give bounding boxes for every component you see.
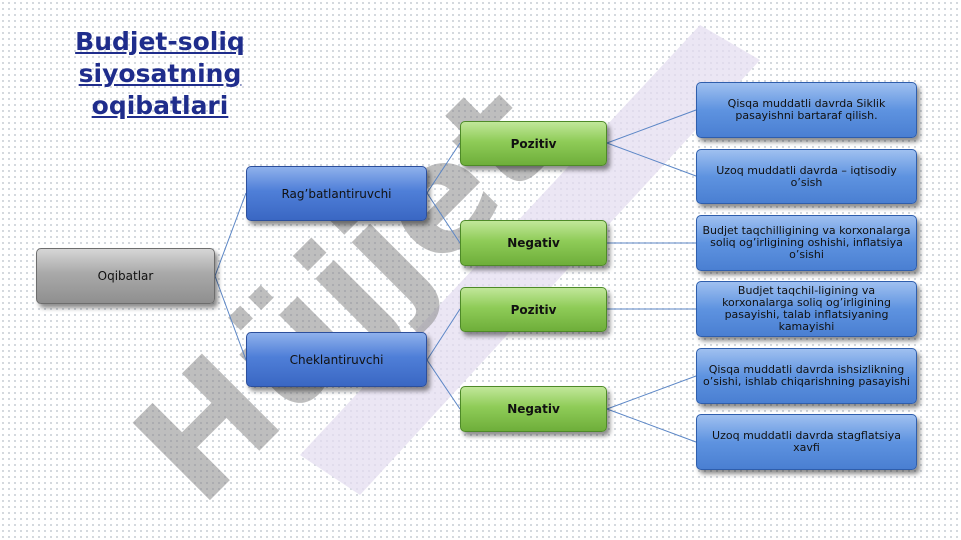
leaf-node-5: Qisqa muddatli davrda ishsizlikning o’si…: [696, 348, 917, 404]
slide-title: Budjet-soliq siyosatning oqibatlari: [75, 27, 245, 120]
connector-branch1-outcome2: [426, 192, 461, 244]
root-label: Oqibatlar: [97, 269, 154, 283]
branch-node-restrictive: Cheklantiruvchi: [246, 332, 427, 387]
leaf-text: Uzoq muddatli davrda stagflatsiya xavfi: [712, 429, 901, 454]
leaf-node-2: Uzoq muddatli davrda – iqtisodiy o’sish: [696, 149, 917, 204]
outcome-node-positive-1: Pozitiv: [460, 121, 607, 166]
outcome-label: Pozitiv: [510, 136, 557, 151]
outcome-label: Negativ: [507, 402, 560, 416]
leaf-node-6: Uzoq muddatli davrda stagflatsiya xavfi: [696, 414, 917, 470]
outcome-label: Negativ: [507, 236, 560, 250]
leaf-text: Qisqa muddatli davrda ishsizlikning o’si…: [703, 363, 910, 388]
leaf-text: Qisqa muddatli davrda Siklik pasayishni …: [727, 97, 886, 122]
branch-label: Cheklantiruvchi: [289, 352, 384, 367]
connector-root-branch2: [214, 275, 247, 361]
outcome-node-positive-2: Pozitiv: [460, 287, 607, 332]
branch-node-stimulating: Rag’batlantiruvchi: [246, 166, 427, 221]
outcome-label: Pozitiv: [510, 302, 557, 317]
leaf-node-3: Budjet taqchilligining va korxonalarga s…: [696, 215, 917, 271]
leaf-node-1: Qisqa muddatli davrda Siklik pasayishni …: [696, 82, 917, 138]
connector-branch2-outcome2: [426, 359, 461, 410]
connector-branch1-outcome1: [426, 142, 461, 194]
connector-outcome1-leaf1: [606, 109, 697, 144]
connector-root-branch1: [214, 192, 247, 277]
connector-outcome4-leaf6: [606, 408, 697, 443]
root-node: Oqibatlar: [36, 248, 215, 304]
connector-outcome1-leaf2: [606, 142, 697, 177]
leaf-node-4: Budjet taqchil-ligining va korxonalarga …: [696, 281, 917, 337]
leaf-text: Uzoq muddatli davrda – iqtisodiy o’sish: [716, 163, 897, 189]
connector-outcome4-leaf5: [606, 375, 697, 410]
leaf-text: Budjet taqchil-ligining va korxonalarga …: [722, 284, 891, 333]
connector-branch2-outcome1: [426, 308, 461, 361]
branch-label: Rag’batlantiruvchi: [281, 186, 392, 201]
outcome-node-negative-2: Negativ: [460, 386, 607, 432]
outcome-node-negative-1: Negativ: [460, 220, 607, 266]
leaf-text: Budjet taqchilligining va korxonalarga s…: [702, 224, 911, 261]
